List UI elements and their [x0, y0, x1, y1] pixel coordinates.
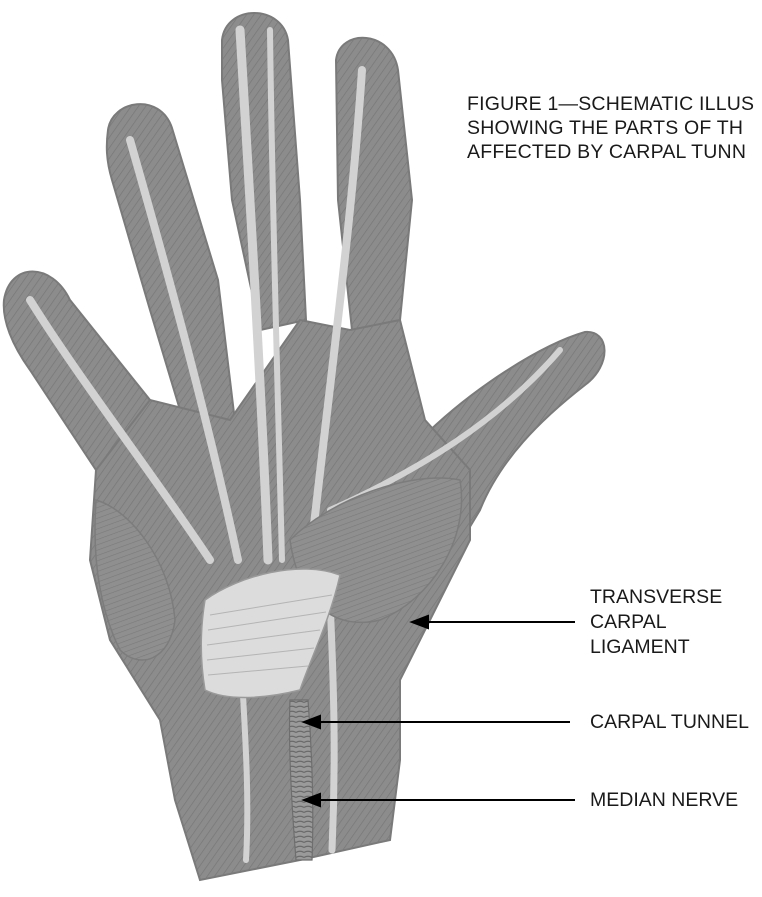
figure-caption: FIGURE 1—SCHEMATIC ILLUS SHOWING THE PAR… [467, 92, 762, 164]
caption-line-3: AFFECTED BY CARPAL TUNN [467, 140, 762, 164]
index-finger [336, 38, 412, 330]
middle-finger [222, 13, 306, 330]
caption-line-1: FIGURE 1—SCHEMATIC ILLUS [467, 92, 762, 116]
caption-line-2: SHOWING THE PARTS OF TH [467, 116, 762, 140]
label-carpal: CARPAL [590, 610, 667, 634]
label-median-nerve: MEDIAN NERVE [590, 788, 738, 812]
label-ligament: LIGAMENT [590, 635, 690, 659]
label-carpal-tunnel: CARPAL TUNNEL [590, 710, 749, 734]
label-transverse: TRANSVERSE [590, 585, 722, 609]
